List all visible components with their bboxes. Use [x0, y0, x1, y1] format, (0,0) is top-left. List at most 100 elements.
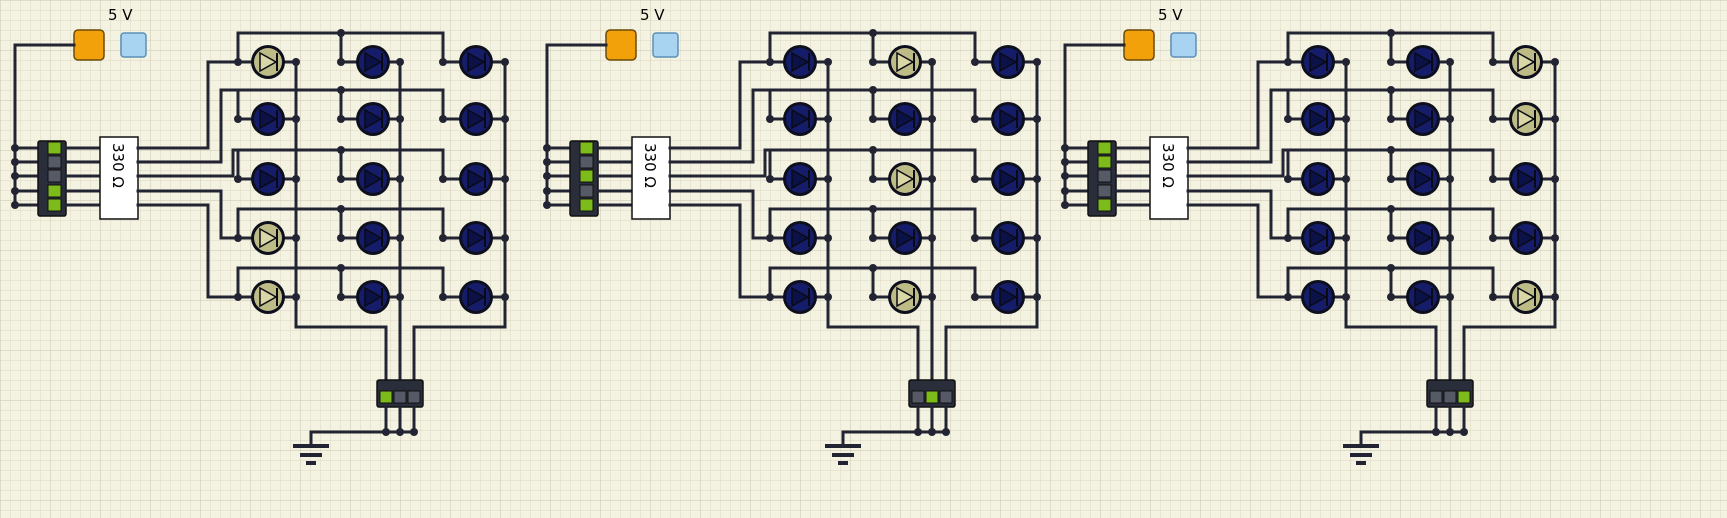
column-switch-toggle[interactable]	[925, 390, 939, 404]
column-switch-toggle[interactable]	[911, 390, 925, 404]
led-off	[783, 221, 817, 255]
diode-symbol-icon	[999, 168, 1018, 190]
junction-dot	[766, 175, 774, 183]
junction-dot	[234, 293, 242, 301]
supply-voltage-label: 5 V	[108, 6, 133, 24]
wire	[1462, 295, 1557, 384]
row-switch-toggle[interactable]	[579, 198, 594, 212]
diode-symbol-icon	[1414, 168, 1433, 190]
wire	[751, 189, 772, 240]
led-off	[1406, 280, 1440, 314]
row-switch-toggle[interactable]	[579, 184, 594, 198]
row-switch-toggle[interactable]	[1097, 198, 1112, 212]
wire	[1256, 203, 1290, 299]
diode-symbol-icon	[259, 168, 278, 190]
column-switch-toggle[interactable]	[407, 390, 421, 404]
row-switch-toggle[interactable]	[47, 198, 62, 212]
supply-indicator	[1170, 32, 1197, 58]
diode-symbol-icon	[999, 286, 1018, 308]
diode-symbol-icon	[364, 51, 383, 73]
diode-symbol-icon	[999, 51, 1018, 73]
led-off	[783, 45, 817, 79]
led-off	[1406, 45, 1440, 79]
row-switch-toggle[interactable]	[579, 155, 594, 169]
led-off	[1301, 45, 1335, 79]
row-switch-toggle[interactable]	[47, 141, 62, 155]
led-off	[1509, 221, 1543, 255]
row-switch-toggle[interactable]	[1097, 184, 1112, 198]
row-switch-toggle[interactable]	[47, 155, 62, 169]
led-off	[888, 221, 922, 255]
junction-dot	[543, 144, 551, 152]
diode-symbol-icon	[467, 227, 486, 249]
wire	[1256, 60, 1290, 150]
supply-source[interactable]	[605, 29, 637, 61]
junction-dot	[1284, 58, 1292, 66]
led-lit	[1509, 280, 1543, 314]
column-switch-toggle[interactable]	[1457, 390, 1471, 404]
row-switch-toggle[interactable]	[1097, 169, 1112, 183]
junction-dot	[11, 144, 19, 152]
junction-dot	[766, 293, 774, 301]
diode-symbol-icon	[896, 168, 915, 190]
supply-voltage-label: 5 V	[640, 6, 665, 24]
row-switch-toggle[interactable]	[47, 184, 62, 198]
diode-symbol-icon	[467, 168, 486, 190]
row-switch-toggle[interactable]	[579, 169, 594, 183]
led-off	[1301, 280, 1335, 314]
junction-dot	[1061, 201, 1069, 209]
led-off	[1406, 221, 1440, 255]
led-lit	[888, 162, 922, 196]
led-off	[991, 45, 1025, 79]
junction-dot	[1061, 172, 1069, 180]
diode-symbol-icon	[791, 168, 810, 190]
column-switch-toggle[interactable]	[939, 390, 953, 404]
led-off	[356, 102, 390, 136]
diode-symbol-icon	[259, 51, 278, 73]
row-switch-toggle[interactable]	[1097, 141, 1112, 155]
led-lit	[888, 280, 922, 314]
diode-symbol-icon	[896, 227, 915, 249]
wire	[206, 60, 240, 150]
diode-symbol-icon	[896, 286, 915, 308]
wire	[1344, 295, 1438, 384]
wire	[1359, 430, 1466, 447]
supply-indicator	[652, 32, 679, 58]
diode-symbol-icon	[1414, 227, 1433, 249]
diode-symbol-icon	[1517, 227, 1536, 249]
row-switch-toggle[interactable]	[1097, 155, 1112, 169]
junction-dot	[766, 115, 774, 123]
junction-dot	[234, 234, 242, 242]
column-switch-toggle[interactable]	[393, 390, 407, 404]
diode-symbol-icon	[364, 108, 383, 130]
junction-dot	[766, 58, 774, 66]
wire	[944, 295, 1039, 384]
junction-dot	[543, 201, 551, 209]
wire	[841, 430, 948, 447]
row-switch-toggle[interactable]	[579, 141, 594, 155]
led-lit	[251, 45, 285, 79]
led-off	[356, 162, 390, 196]
supply-source[interactable]	[1123, 29, 1155, 61]
diode-symbol-icon	[1414, 51, 1433, 73]
led-off	[459, 45, 493, 79]
junction-dot	[543, 187, 551, 195]
diode-symbol-icon	[1309, 51, 1328, 73]
junction-dot	[11, 201, 19, 209]
junction-dot	[234, 175, 242, 183]
diode-symbol-icon	[1309, 168, 1328, 190]
wire	[309, 430, 416, 447]
row-switch-toggle[interactable]	[47, 169, 62, 183]
diode-symbol-icon	[364, 227, 383, 249]
column-switch-toggle[interactable]	[1443, 390, 1457, 404]
supply-voltage-label: 5 V	[1158, 6, 1183, 24]
diode-symbol-icon	[364, 168, 383, 190]
diode-symbol-icon	[1517, 168, 1536, 190]
supply-source[interactable]	[73, 29, 105, 61]
led-off	[356, 280, 390, 314]
column-switch-toggle[interactable]	[1429, 390, 1443, 404]
diode-symbol-icon	[364, 286, 383, 308]
column-switch-toggle[interactable]	[379, 390, 393, 404]
